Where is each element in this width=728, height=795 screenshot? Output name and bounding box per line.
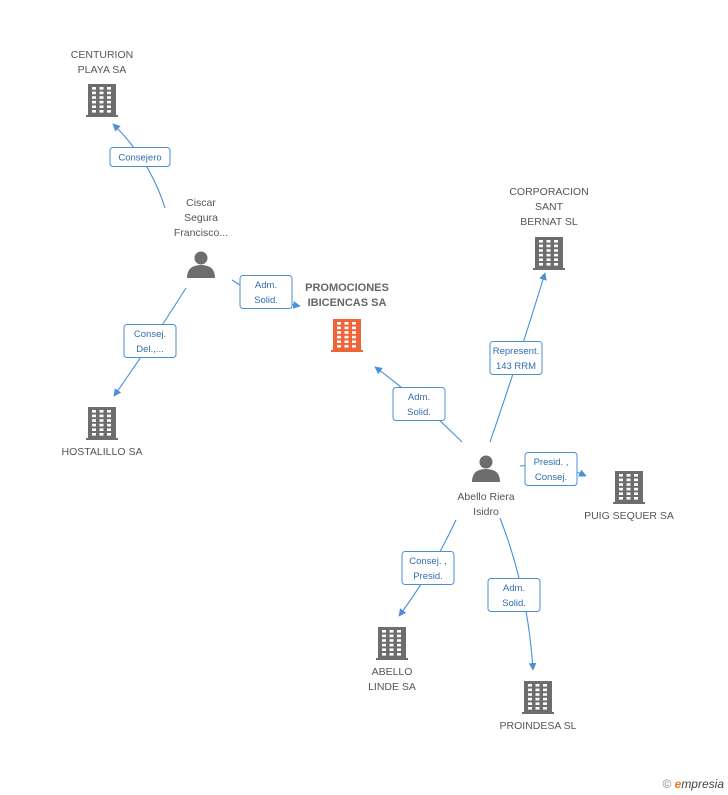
edge-label-line: Solid. — [407, 407, 431, 418]
node-label-line: CENTURION — [71, 49, 133, 61]
edge-label-ciscar-to-promociones[interactable]: Adm. Solid. — [239, 275, 293, 309]
copyright-symbol: © — [662, 777, 672, 791]
node-label-line: PROMOCIONES — [305, 282, 389, 294]
node-label-line: Isidro — [473, 506, 499, 518]
edge-label-text: Adm. Solid. — [502, 583, 526, 609]
edge-label-text: Consejero — [118, 153, 161, 164]
company-icon-hostalillo[interactable] — [86, 407, 118, 440]
node-label-line: Francisco... — [174, 227, 228, 239]
edge-label-text: Presid. , Consej. — [534, 457, 569, 483]
edge-label-text: Represent. 143 RRM — [493, 346, 539, 372]
edge-label-line: Adm. — [255, 280, 277, 291]
node-label-line: LINDE SA — [368, 681, 416, 693]
edge-label-line: Consejero — [118, 153, 161, 164]
edge-label-text: Adm. Solid. — [254, 280, 278, 306]
edge-label-line: Adm. — [408, 392, 430, 403]
node-label-line: Ciscar — [186, 197, 216, 209]
node-label-line: SANT — [535, 201, 564, 213]
brand-logo-word: mpresia — [681, 777, 724, 791]
edge-label-abello-to-proindesa[interactable]: Adm. Solid. — [487, 578, 541, 612]
company-icon-puig[interactable] — [613, 471, 645, 504]
node-label-line: HOSTALILLO SA — [62, 446, 143, 458]
node-label-line: ABELLO — [372, 666, 413, 678]
edge-label-text: Adm. Solid. — [407, 392, 431, 418]
company-icon-centurion[interactable] — [86, 84, 118, 117]
edge-label-line: Presid. , — [534, 457, 569, 468]
edge-label-line: Consej. — [535, 472, 567, 483]
edge-label-abello-to-corporacion[interactable]: Represent. 143 RRM — [489, 341, 543, 375]
edge-label-line: Adm. — [503, 583, 525, 594]
edge-label-ciscar-to-centurion[interactable]: Consejero — [109, 147, 171, 167]
edge-label-ciscar-to-hostalillo[interactable]: Consej. Del.,... — [123, 324, 177, 358]
node-label-promociones: PROMOCIONES IBICENCAS SA — [305, 282, 389, 309]
person-icon-ciscar[interactable] — [187, 251, 215, 279]
node-label-hostalillo: HOSTALILLO SA — [62, 446, 143, 458]
edge-label-abello-to-abellolinde[interactable]: Consej. , Presid. — [401, 551, 455, 585]
node-label-line: CORPORACION — [509, 186, 588, 198]
node-label-line: Segura — [184, 212, 218, 224]
edge-label-text: Consej. Del.,... — [134, 329, 166, 355]
node-label-line: IBICENCAS SA — [308, 297, 387, 309]
company-icon-corporacion[interactable] — [533, 237, 565, 270]
node-label-puig: PUIG SEQUER SA — [584, 510, 674, 522]
node-label-line: PROINDESA SL — [499, 720, 576, 732]
node-label-line: PUIG SEQUER SA — [584, 510, 674, 522]
node-label-corporacion: CORPORACION SANT BERNAT SL — [509, 186, 588, 228]
edge-label-line: Del.,... — [136, 344, 163, 355]
brand-logo-initial: e — [674, 777, 682, 791]
node-label-line: PLAYA SA — [78, 64, 127, 76]
edge-label-line: Represent. — [493, 346, 539, 357]
edge-label-line: 143 RRM — [496, 361, 536, 372]
edge-label-line: Consej. , — [409, 556, 447, 567]
edge-label-line: Presid. — [413, 571, 443, 582]
node-label-abellolinde: ABELLO LINDE SA — [368, 666, 416, 693]
company-icon-proindesa[interactable] — [522, 681, 554, 714]
node-label-proindesa: PROINDESA SL — [499, 720, 576, 732]
edge-label-text: Consej. , Presid. — [409, 556, 447, 582]
company-icon-promociones[interactable] — [331, 319, 363, 352]
edge-label-line: Solid. — [502, 598, 526, 609]
edge-label-abello-to-puig[interactable]: Presid. , Consej. — [524, 452, 578, 486]
brand-watermark: © empresia — [662, 777, 724, 791]
node-label-centurion: CENTURION PLAYA SA — [71, 49, 133, 76]
edge-label-line: Solid. — [254, 295, 278, 306]
company-icon-abellolinde[interactable] — [376, 627, 408, 660]
node-label-line: BERNAT SL — [520, 216, 578, 228]
edge-label-line: Consej. — [134, 329, 166, 340]
person-icon-abello[interactable] — [472, 455, 500, 483]
node-label-line: Abello Riera — [457, 491, 514, 503]
edge-label-abello-to-promociones[interactable]: Adm. Solid. — [392, 387, 446, 421]
